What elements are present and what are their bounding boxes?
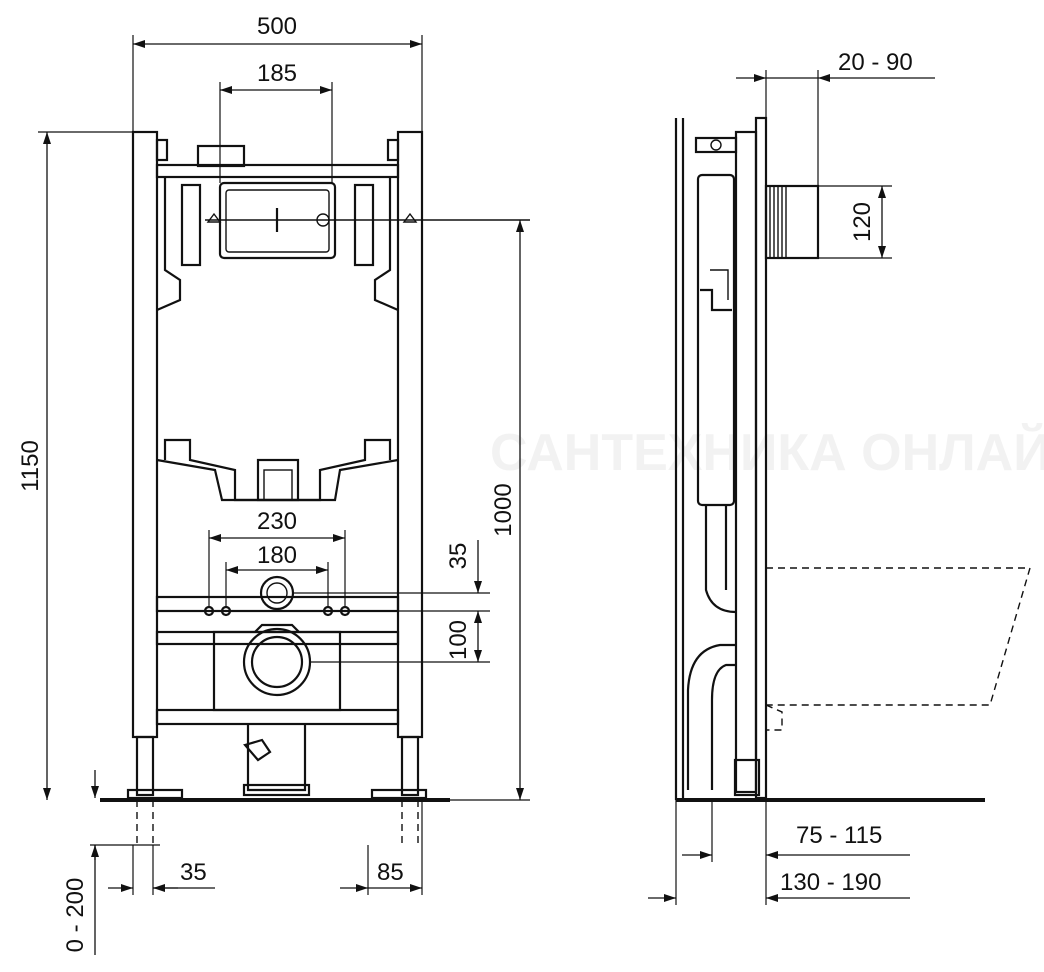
flush-pipe-outlet — [259, 575, 295, 611]
label-width-total: 500 — [257, 13, 297, 40]
label-drain-upper: 35 — [445, 543, 472, 570]
drain-clamp — [254, 623, 300, 633]
label-inlet-adjust: 20 - 90 — [838, 49, 913, 76]
cistern-right-edge — [373, 177, 399, 312]
side-cistern — [696, 173, 736, 507]
side-inlet-pipe — [764, 184, 820, 260]
side-front-panel — [754, 116, 768, 800]
left-upright — [131, 130, 159, 739]
right-foot — [370, 788, 428, 800]
flush-pipe-inner — [266, 582, 288, 604]
label-foot-adjust: 0 - 200 — [62, 878, 89, 953]
right-bracket-top — [386, 138, 400, 162]
side-drain-bend — [686, 643, 736, 790]
label-flush-plate: 185 — [257, 60, 297, 87]
label-pan-inner: 180 — [257, 542, 297, 569]
front-view: 500 185 1150 1000 230 180 35 100 — [17, 13, 530, 955]
drain-bracket — [243, 738, 272, 762]
drain-pipe-collar — [242, 783, 311, 797]
side-wc-bowl — [766, 567, 1031, 706]
cistern-right-bracket — [353, 183, 375, 267]
valve-knob — [316, 213, 330, 227]
side-valve — [700, 288, 732, 312]
drain-pipe-down — [246, 724, 307, 792]
cistern-left-bracket — [180, 183, 202, 267]
side-flush-pipe — [704, 505, 737, 614]
inlet-thread — [769, 186, 787, 258]
label-flush-height: 1000 — [490, 483, 517, 536]
level-mark-left — [206, 212, 222, 223]
label-drain-depth: 75 - 115 — [796, 822, 882, 849]
cistern-left-edge — [156, 177, 182, 312]
inlet-valve-housing — [196, 144, 246, 168]
top-rail — [155, 163, 400, 179]
right-upright — [396, 130, 424, 739]
left-foot — [126, 788, 184, 800]
pan-rail-upper — [155, 595, 400, 613]
side-top-bracket — [694, 136, 738, 154]
left-bracket-top — [155, 138, 169, 162]
side-view: 20 - 90 120 75 - 115 130 - 190 — [648, 49, 1031, 905]
label-height-total: 1150 — [17, 440, 44, 492]
level-mark-right — [402, 212, 418, 223]
label-foot-right: 85 — [377, 859, 404, 886]
label-drain-lower: 100 — [445, 620, 472, 660]
drain-outlet — [242, 627, 312, 697]
cistern-bottom-shell — [156, 458, 399, 502]
side-foot — [733, 758, 761, 797]
drain-outlet-inner — [250, 635, 304, 689]
label-inlet-height: 120 — [849, 202, 876, 242]
label-total-depth: 130 - 190 — [780, 869, 881, 896]
right-leg — [400, 735, 420, 797]
label-foot-left: 35 — [180, 859, 207, 886]
label-pan-outer: 230 — [257, 508, 297, 535]
flush-valve-inner — [263, 469, 293, 501]
left-leg — [135, 735, 155, 797]
bottom-rail — [155, 708, 400, 726]
pan-bolts — [203, 605, 351, 617]
drain-plate — [212, 630, 342, 712]
